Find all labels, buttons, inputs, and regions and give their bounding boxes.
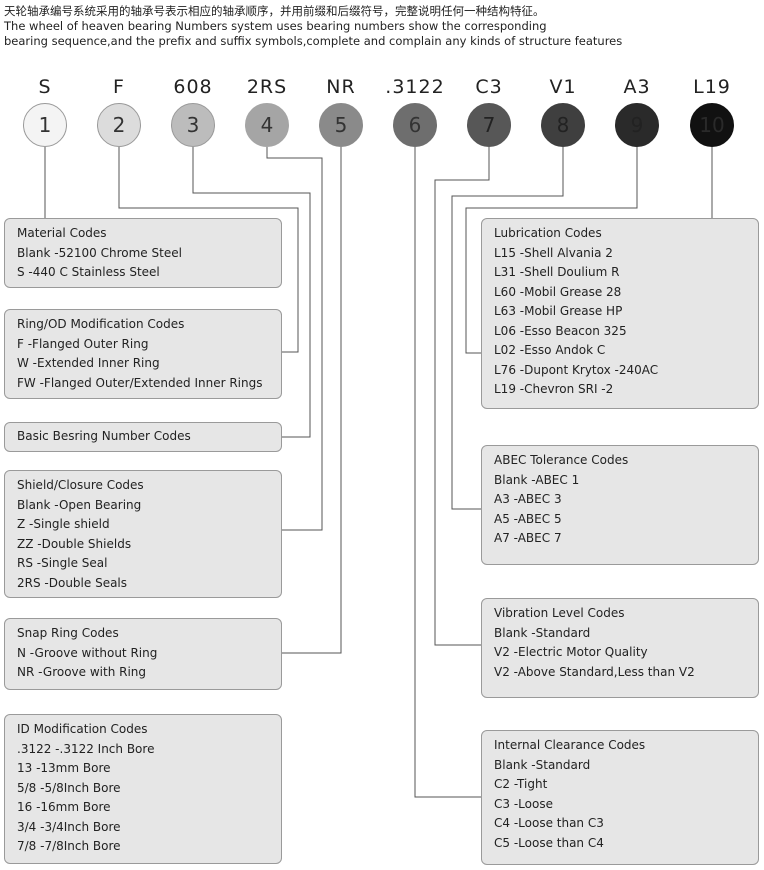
code-circle-6: 6 <box>393 103 437 147</box>
code-circle-8: 8 <box>541 103 585 147</box>
internal-clearance-title: Internal Clearance Codes <box>494 738 646 752</box>
shield-closure-item: ZZ -Double Shields <box>17 536 132 551</box>
lubrication-item: L15 -Shell Alvania 2 <box>494 245 613 260</box>
connector-4 <box>266 147 323 531</box>
code-label-2: F <box>113 76 125 98</box>
code-label-4: 2RS <box>246 76 288 98</box>
lubrication-title: Lubrication Codes <box>494 226 602 240</box>
shield-closure-item: Blank -Open Bearing <box>17 497 142 512</box>
vibration-level-item: V2 -Electric Motor Quality <box>494 645 648 659</box>
shield-closure-title: Shield/Closure Codes <box>17 478 144 492</box>
ring-modification-title: Ring/OD Modification Codes <box>17 317 185 331</box>
code-label-8: V1 <box>549 76 577 98</box>
lubrication-item: L31 -Shell Doulium R <box>494 265 620 279</box>
internal-clearance-item: C2 -Tight <box>494 777 548 791</box>
abec-tolerance-codes-box: ABEC Tolerance Codes Blank -ABEC 1 A3 -A… <box>481 445 759 565</box>
code-label-5: NR <box>326 76 356 98</box>
lubrication-codes-box: Lubrication Codes L15 -Shell Alvania 2 L… <box>481 218 759 409</box>
lubrication-item: L19 -Chevron SRI -2 <box>494 382 614 396</box>
id-modification-item: 5/8 -5/8Inch Bore <box>17 780 121 795</box>
abec-tolerance-item: A3 -ABEC 3 <box>494 492 562 506</box>
code-label-6: .3122 <box>385 76 445 98</box>
code-circle-9: 9 <box>615 103 659 147</box>
ring-modification-item: FW -Flanged Outer/Extended Inner Rings <box>17 375 263 390</box>
lubrication-item: L63 -Mobil Grease HP <box>494 304 623 318</box>
abec-tolerance-item: A7 -ABEC 7 <box>494 531 562 545</box>
id-modification-item: 3/4 -3/4Inch Bore <box>17 819 121 834</box>
connector-2 <box>118 147 299 353</box>
connector-6 <box>414 147 481 798</box>
header: 天轮轴承编号系统采用的轴承号表示相应的轴承顺序，并用前缀和后缀符号，完整说明任何… <box>4 4 760 49</box>
ring-modification-codes-box: Ring/OD Modification Codes F -Flanged Ou… <box>4 309 282 399</box>
id-modification-item: 13 -13mm Bore <box>17 761 111 775</box>
internal-clearance-codes-box: Internal Clearance Codes Blank -Standard… <box>481 730 759 865</box>
vibration-level-item: V2 -Above Standard,Less than V2 <box>494 664 695 679</box>
code-label-7: C3 <box>475 76 503 98</box>
basic-number-title: Basic Besring Number Codes <box>17 429 191 443</box>
code-circle-5: 5 <box>319 103 363 147</box>
snap-ring-item: N -Groove without Ring <box>17 645 158 660</box>
code-label-9: A3 <box>623 76 651 98</box>
ring-modification-item: W -Extended Inner Ring <box>17 356 160 370</box>
code-label-10: L19 <box>693 76 731 98</box>
lubrication-item: L06 -Esso Beacon 325 <box>494 323 627 338</box>
code-circle-3: 3 <box>171 103 215 147</box>
code-circle-1: 1 <box>23 103 67 147</box>
lubrication-item: L60 -Mobil Grease 28 <box>494 284 622 299</box>
shield-closure-item: Z -Single shield <box>17 517 110 531</box>
internal-clearance-item: C4 -Loose than C3 <box>494 816 604 830</box>
shield-closure-item: RS -Single Seal <box>17 556 108 570</box>
code-label-3: 608 <box>173 76 213 98</box>
connector-5 <box>282 147 342 654</box>
code-circle-10: 10 <box>690 103 734 147</box>
basic-number-codes-box: Basic Besring Number Codes <box>4 422 282 452</box>
id-modification-item: .3122 -.3122 Inch Bore <box>17 741 155 756</box>
connector-7 <box>434 147 490 646</box>
header-chinese-text: 天轮轴承编号系统采用的轴承号表示相应的轴承顺序，并用前缀和后缀符号，完整说明任何… <box>4 4 545 18</box>
code-circle-7: 7 <box>467 103 511 147</box>
header-english-line-2: bearing sequence,and the prefix and suff… <box>4 34 623 48</box>
material-codes-title: Material Codes <box>17 226 107 240</box>
id-modification-codes-box: ID Modification Codes .3122 -.3122 Inch … <box>4 714 282 864</box>
id-modification-title: ID Modification Codes <box>17 722 148 736</box>
code-circle-2: 2 <box>97 103 141 147</box>
abec-tolerance-title: ABEC Tolerance Codes <box>494 453 629 467</box>
ring-modification-item: F -Flanged Outer Ring <box>17 336 149 351</box>
lubrication-item: L76 -Dupont Krytox -240AC <box>494 362 659 377</box>
vibration-level-title: Vibration Level Codes <box>494 606 625 620</box>
vibration-level-item: Blank -Standard <box>494 625 591 640</box>
shield-closure-codes-box: Shield/Closure Codes Blank -Open Bearing… <box>4 470 282 598</box>
connector-8 <box>451 147 564 510</box>
connector-3 <box>192 147 311 438</box>
material-codes-box: Material Codes Blank -52100 Chrome Steel… <box>4 218 282 288</box>
snap-ring-item: NR -Groove with Ring <box>17 665 147 679</box>
snap-ring-title: Snap Ring Codes <box>17 626 119 640</box>
material-item: Blank -52100 Chrome Steel <box>17 245 182 260</box>
snap-ring-codes-box: Snap Ring Codes N -Groove without Ring N… <box>4 618 282 690</box>
id-modification-item: 7/8 -7/8Inch Bore <box>17 839 121 853</box>
shield-closure-item: 2RS -Double Seals <box>17 575 128 590</box>
vibration-level-codes-box: Vibration Level Codes Blank -Standard V2… <box>481 598 759 698</box>
material-item: S -440 C Stainless Steel <box>17 265 160 279</box>
internal-clearance-item: Blank -Standard <box>494 757 591 772</box>
code-label-1: S <box>38 76 52 98</box>
abec-tolerance-item: Blank -ABEC 1 <box>494 472 580 487</box>
internal-clearance-item: C5 -Loose than C4 <box>494 835 604 850</box>
abec-tolerance-item: A5 -ABEC 5 <box>494 511 562 526</box>
header-english-line-1: The wheel of heaven bearing Numbers syst… <box>4 19 547 33</box>
code-circle-4: 4 <box>245 103 289 147</box>
internal-clearance-item: C3 -Loose <box>494 796 553 811</box>
connector-9 <box>465 147 638 354</box>
lubrication-item: L02 -Esso Andok C <box>494 343 606 357</box>
id-modification-item: 16 -16mm Bore <box>17 800 111 814</box>
